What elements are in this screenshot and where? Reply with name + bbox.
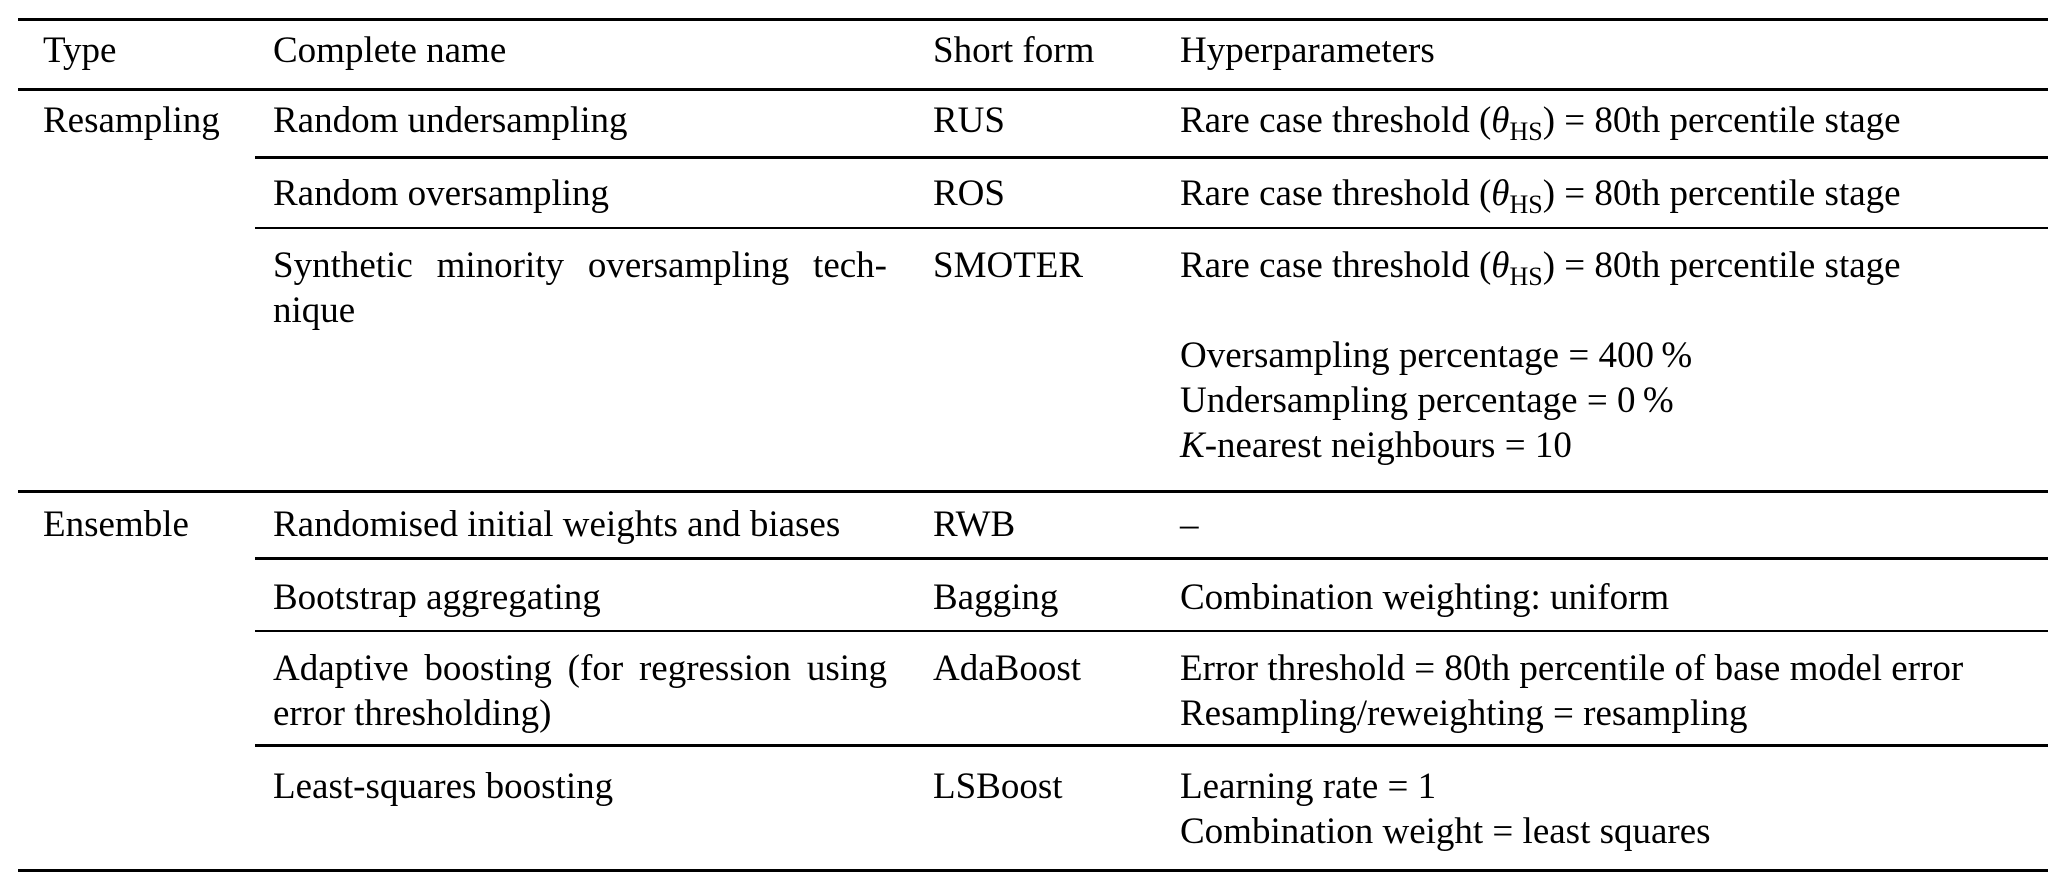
table-row-ros: Random oversampling ROS Rare case thresh… [18,159,2048,227]
hyperparameter-line: Resampling/reweighting = resampling [1180,693,1748,734]
cell-type-resampling: Resampling [43,100,220,141]
theta-subscript: HS [1509,117,1543,146]
cell-complete-name: Least-squares boosting [273,765,614,807]
hyperparameter-line: K-nearest neighbours = 10 [1180,425,1572,466]
complete-name-line1: Adaptive boosting (for regression using [273,648,887,689]
group-divider-rule [18,490,2048,493]
cell-hyperparameters: Learning rate = 1 Combination weight = l… [1180,764,2048,854]
theta-subscript: HS [1509,262,1543,291]
row-divider-rule [255,557,2048,560]
theta-symbol: θ [1491,100,1510,141]
cell-hyperparameters: – [1180,504,1199,545]
cell-hyperparameters: Rare case threshold (θHS) = 80th percent… [1180,100,1901,146]
column-header-hyperparameters: Hyperparameters [1180,30,1435,71]
table-row-rwb: Ensemble Randomised initial weights and … [18,493,2048,557]
cell-hyperparameters: Combination weighting: uniform [1180,576,1670,618]
table-row-lsboost: Least-squares boosting LSBoost Learning … [18,747,2048,869]
cell-short-form: ROS [933,172,1005,214]
cell-complete-name: Adaptive boosting (for regression using … [273,646,933,736]
cell-short-form: AdaBoost [933,648,1081,689]
cell-short-form: Bagging [933,576,1059,618]
theta-symbol: θ [1491,245,1510,286]
cell-short-form: SMOTER [933,245,1084,286]
cell-complete-name: Randomised initial weights and biases [273,504,841,545]
table-bottom-rule [18,868,2048,872]
column-header-type: Type [43,30,117,71]
complete-name-line2: nique [273,290,356,331]
cell-hyperparameters: Rare case threshold (θHS) = 80th percent… [1180,243,2048,468]
cell-hyperparameters: Rare case threshold (θHS) = 80th percent… [1180,172,1901,219]
row-divider-rule [255,156,2048,159]
column-header-complete-name: Complete name [273,30,507,71]
table-row-bagging: Bootstrap aggregating Bagging Combinatio… [18,560,2048,630]
hyperparameters-table: Type Complete name Short form Hyperparam… [18,18,2048,872]
table-row-adaboost: Adaptive boosting (for regression using … [18,632,2048,744]
hyperparameter-line: Undersampling percentage = 0 % [1180,380,1674,421]
cell-type-ensemble: Ensemble [43,504,189,545]
hyperparameter-line: Error threshold = 80th percentile of bas… [1180,648,1964,689]
header-divider-rule [18,88,2048,91]
cell-complete-name: Bootstrap aggregating [273,576,601,618]
cell-complete-name: Random undersampling [273,100,628,141]
row-divider-rule [255,629,2048,632]
hyperparameter-line: Rare case threshold (θHS) = 80th percent… [1180,245,1901,291]
header-row: Type Complete name Short form Hyperparam… [18,21,2048,88]
cell-hyperparameters: Error threshold = 80th percentile of bas… [1180,646,2048,736]
theta-subscript: HS [1509,189,1543,219]
row-divider-rule [255,226,2048,229]
hyperparameter-line: Combination weight = least squares [1180,810,1711,852]
complete-name-line1: Synthetic minority oversampling tech- [273,245,887,286]
hyperparameter-line: Oversampling percentage = 400 % [1180,335,1693,376]
cell-short-form: RWB [933,504,1016,545]
complete-name-line2: error thresholding) [273,693,552,734]
hyperparameter-line: Learning rate = 1 [1180,765,1437,807]
table-row-rus: Resampling Random undersampling RUS Rare… [18,91,2048,156]
cell-complete-name: Random oversampling [273,172,610,214]
cell-short-form: RUS [933,100,1005,141]
cell-complete-name: Synthetic minority oversampling tech- ni… [273,243,933,333]
row-divider-rule [255,744,2048,747]
column-header-short-form: Short form [933,30,1095,71]
k-symbol: K [1180,425,1205,466]
table-top-rule [18,18,2048,21]
theta-symbol: θ [1491,172,1510,214]
cell-short-form: LSBoost [933,765,1063,807]
table-row-smoter: Synthetic minority oversampling tech- ni… [18,229,2048,490]
blank-line [1180,288,2048,333]
